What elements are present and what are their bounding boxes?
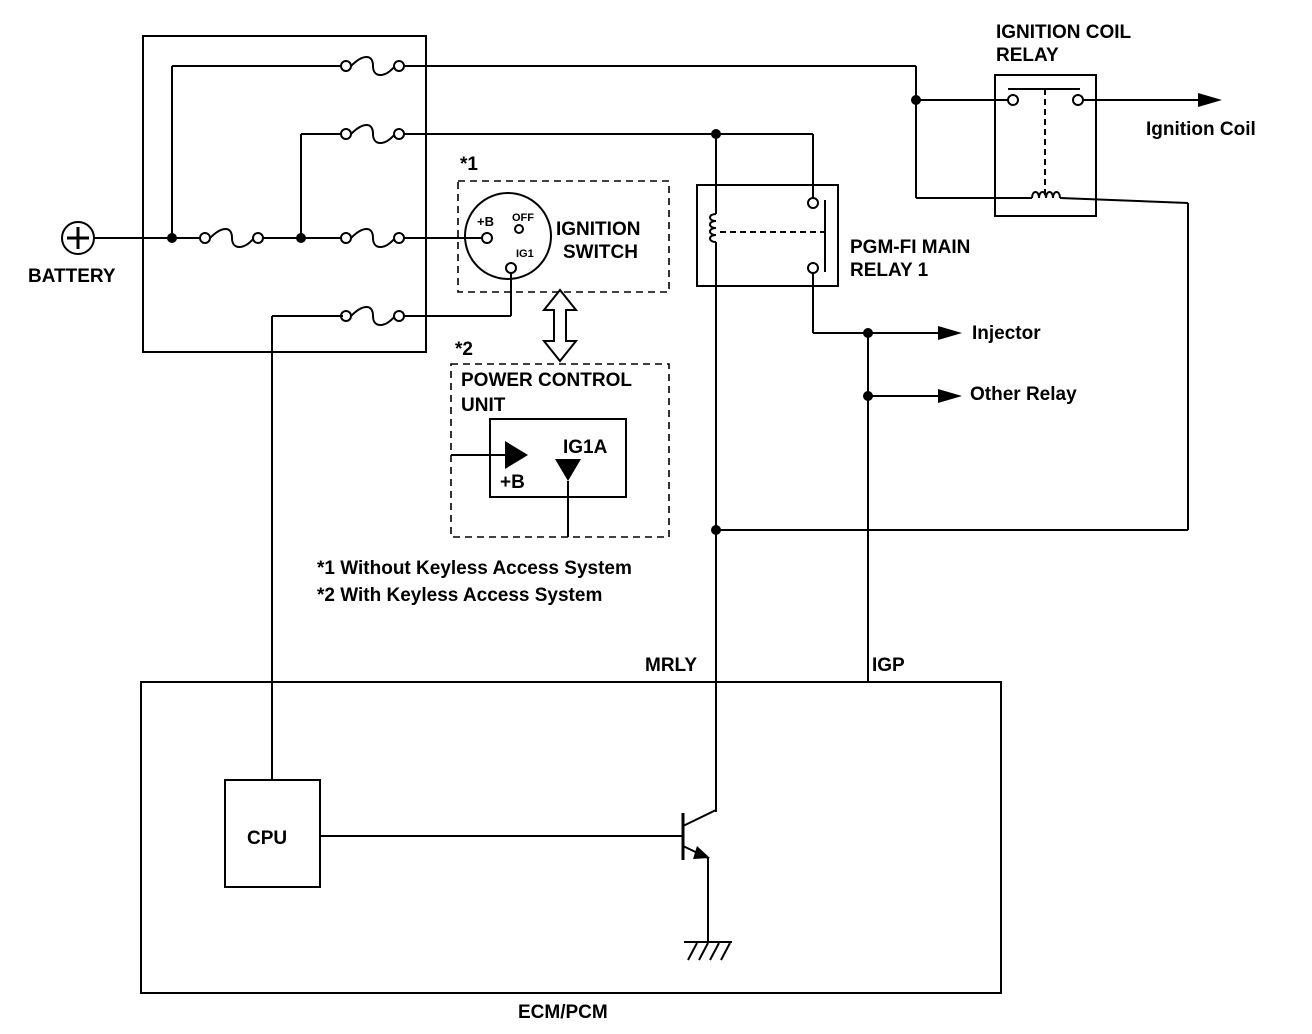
ignition-coil-relay-label-line2: RELAY (996, 45, 1059, 66)
junction-dot (863, 328, 873, 338)
pgm-fi-main-relay-coil (709, 213, 825, 243)
arrow-other-relay (938, 389, 962, 403)
power-control-label-line1: POWER CONTROL (461, 370, 632, 391)
wire-relay-output (812, 273, 940, 682)
junction-dot (296, 233, 306, 243)
fuse-ignition-switch (340, 228, 405, 248)
junction-dot (711, 525, 721, 535)
ignition-switch (464, 192, 552, 280)
mrly-label: MRLY (645, 655, 697, 676)
footnote-1: *1 Without Keyless Access System (317, 558, 632, 579)
cpu-label: CPU (247, 828, 287, 849)
wire-coil-relay-feed (404, 65, 1032, 199)
ignition-coil-label: Ignition Coil (1146, 119, 1256, 140)
junction-dot (167, 233, 177, 243)
transistor-icon (320, 809, 717, 942)
note2-marker: *2 (455, 339, 473, 360)
fuse-box-wiring (171, 65, 343, 239)
ignition-coil-relay-contacts (1007, 88, 1084, 196)
wire-ecm-feed (271, 273, 512, 780)
pcu-plus-b-label: +B (500, 472, 525, 493)
ig1a-output-triangle (555, 459, 581, 481)
arrow-ignition-coil (1198, 93, 1222, 107)
double-arrow-icon (541, 288, 579, 363)
battery-symbol (61, 221, 95, 255)
fuse-ecm (340, 306, 405, 326)
arrow-injector (938, 326, 962, 340)
pgm-fi-main-relay-label-line1: PGM-FI MAIN (850, 237, 970, 258)
injector-label: Injector (972, 323, 1041, 344)
ignition-switch-label-line2: SWITCH (563, 242, 638, 263)
ignition-switch-label-line1: IGNITION (556, 219, 640, 240)
junction-dot (863, 391, 873, 401)
junction-dot (911, 95, 921, 105)
fuse-main-relay (340, 124, 405, 144)
junction-dot (711, 129, 721, 139)
ignition-switch-option-box (457, 180, 670, 293)
pgm-fi-main-relay-box (696, 184, 839, 287)
fuse-box (142, 35, 427, 353)
other-relay-label: Other Relay (970, 384, 1077, 405)
pgm-fi-main-relay-label-line2: RELAY 1 (850, 260, 929, 281)
footnote-2: *2 With Keyless Access System (317, 585, 602, 606)
ignition-coil-relay-coil (1031, 191, 1061, 199)
plus-b-input-triangle (505, 441, 528, 469)
power-control-label-line2: UNIT (461, 395, 506, 416)
wire-coil-relay-return (716, 197, 1189, 531)
switch-ig1-label: IG1 (516, 248, 534, 260)
ignition-coil-relay-label-line1: IGNITION COIL (996, 22, 1132, 43)
wire-main-relay-feed (404, 133, 814, 214)
fuse-coil-relay (340, 56, 405, 76)
power-control-unit-box (489, 418, 627, 498)
ecm-pcm-box (140, 681, 1002, 994)
ground-icon (684, 941, 732, 961)
cpu-box (224, 779, 321, 888)
fuse-main (199, 228, 264, 248)
igp-label: IGP (872, 655, 905, 676)
switch-off-label: OFF (512, 212, 534, 224)
switch-plus-b-label: +B (477, 214, 494, 229)
ecm-pcm-label: ECM/PCM (518, 1002, 608, 1023)
power-control-option-box (450, 363, 670, 538)
ignition-coil-relay-box (994, 74, 1097, 217)
pgm-fi-main-relay-contacts (807, 197, 826, 274)
note1-marker: *1 (460, 154, 478, 175)
ig1a-label: IG1A (563, 437, 608, 458)
battery-label: BATTERY (28, 266, 116, 287)
